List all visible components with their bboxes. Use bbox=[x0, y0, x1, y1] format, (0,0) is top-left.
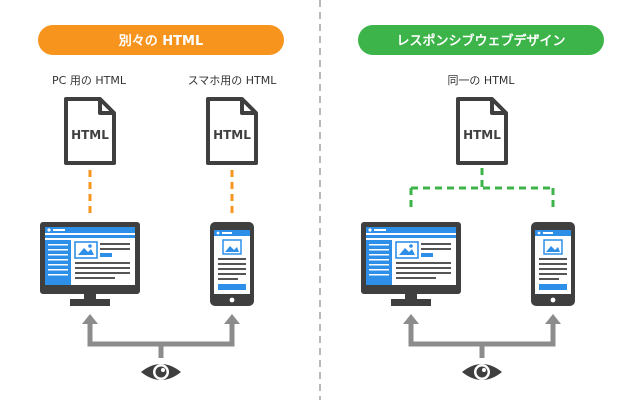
shared-connector bbox=[409, 168, 555, 212]
pc-file-text: HTML bbox=[71, 128, 109, 142]
html-file-icon: HTML bbox=[206, 97, 258, 165]
smartphone-icon bbox=[530, 221, 576, 307]
eye-icon bbox=[141, 364, 181, 380]
sp-file-text: HTML bbox=[213, 128, 251, 142]
left-header-pill bbox=[38, 25, 284, 55]
eye-icon bbox=[462, 364, 502, 380]
view-arrows bbox=[403, 314, 561, 358]
monitor-icon bbox=[39, 221, 141, 307]
monitor-icon bbox=[360, 221, 462, 307]
arrow-up-icon bbox=[82, 314, 98, 324]
shared-file-text: HTML bbox=[463, 128, 501, 142]
arrow-up-icon bbox=[545, 314, 561, 324]
smartphone-icon bbox=[209, 221, 255, 307]
html-file-icon: HTML bbox=[64, 97, 116, 165]
pc-html-label: PC 用の HTML bbox=[52, 74, 127, 87]
right-section: レスポンシブウェブデザイン 同一の HTML HTML bbox=[358, 25, 604, 380]
shared-html-label: 同一の HTML bbox=[447, 74, 515, 87]
left-section: 別々の HTML PC 用の HTML スマホ用の HTML HTML HTML bbox=[38, 25, 284, 380]
right-header-text: レスポンシブウェブデザイン bbox=[396, 33, 565, 49]
html-file-icon: HTML bbox=[456, 97, 508, 165]
sp-html-label: スマホ用の HTML bbox=[188, 74, 278, 87]
view-arrows bbox=[82, 314, 240, 358]
arrow-up-icon bbox=[224, 314, 240, 324]
right-header-pill bbox=[358, 25, 604, 55]
arrow-up-icon bbox=[403, 314, 419, 324]
left-header-text: 別々の HTML bbox=[118, 34, 204, 49]
